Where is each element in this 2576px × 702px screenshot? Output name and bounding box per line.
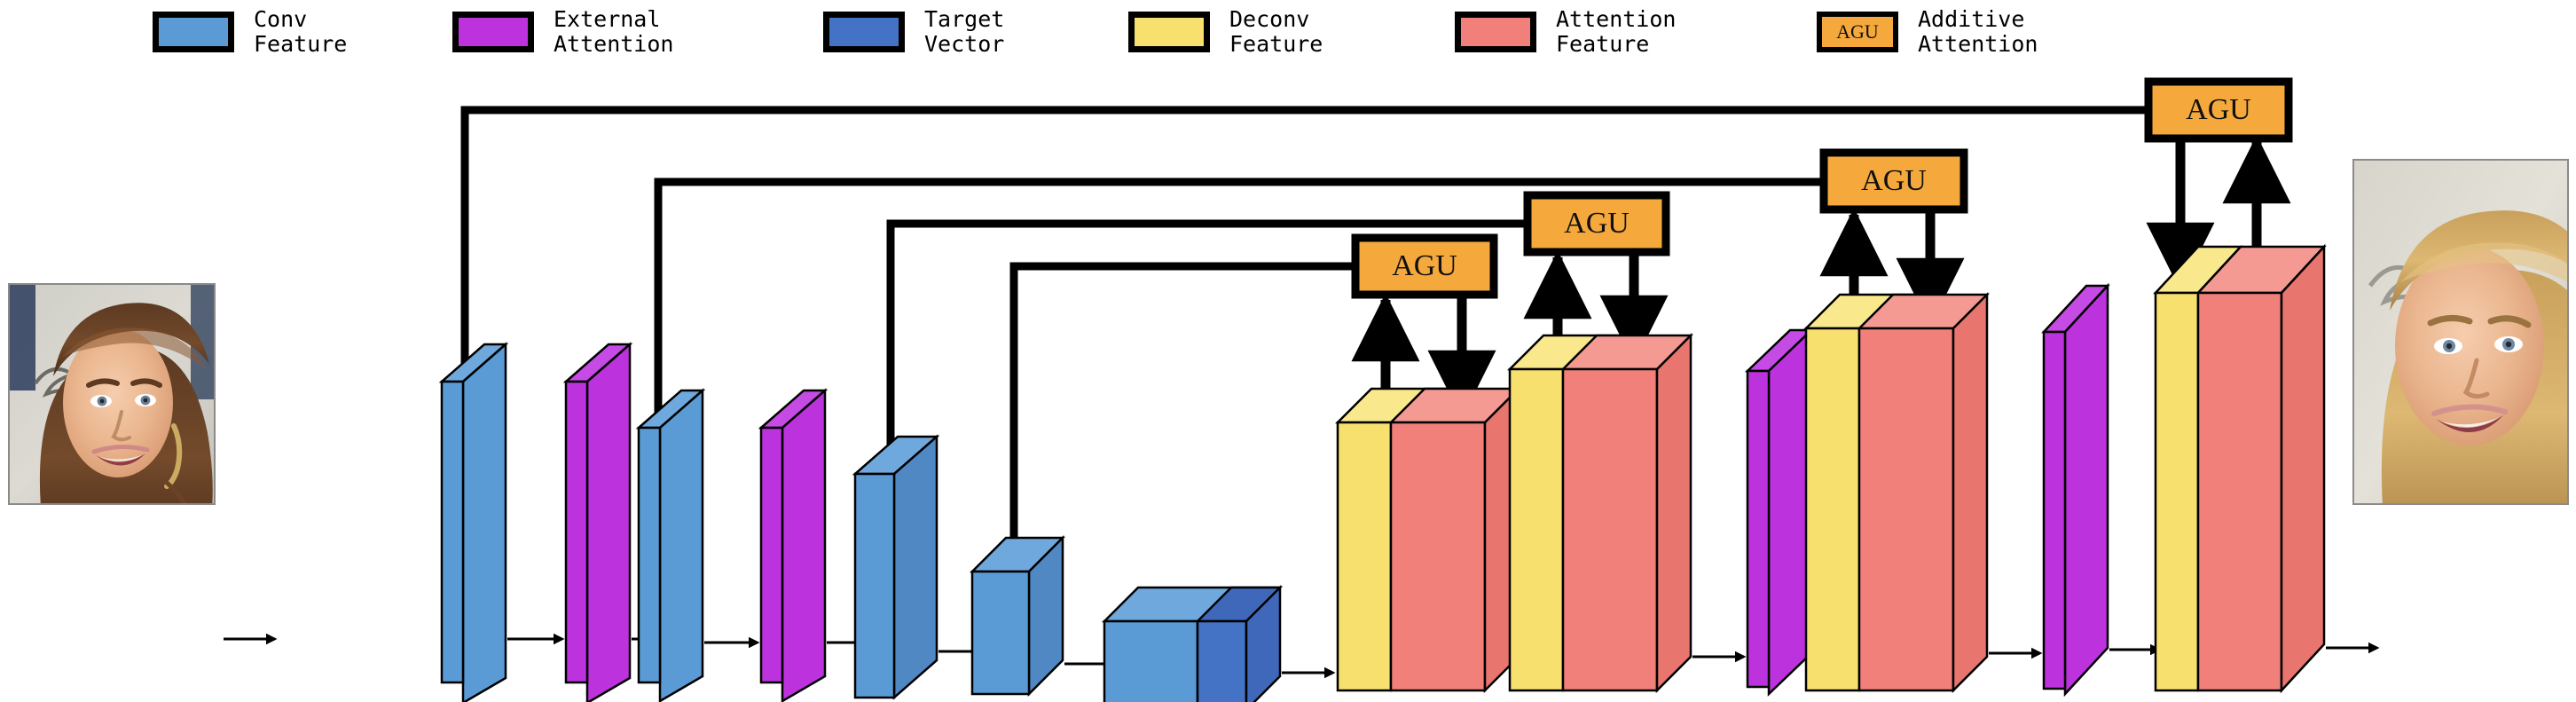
dec3-attention-part	[1857, 327, 1955, 692]
block-dec3-deconv-attention	[1802, 291, 1991, 694]
dec1-attention-part	[1389, 421, 1487, 692]
skip-connection-enc3-agu2	[886, 219, 1533, 465]
block-enc2-conv-feature	[635, 388, 706, 702]
dec2-attention-part	[1561, 367, 1659, 692]
skip-connections	[460, 106, 2156, 566]
agu-gate-4-label: AGU	[2186, 93, 2251, 126]
dec3-deconv-part	[1804, 327, 1861, 692]
skip-connection-enc4-agu1	[1009, 262, 1361, 566]
input-face-image	[8, 283, 216, 505]
block-enc3-conv-feature	[852, 434, 940, 700]
block-ea4-external-attention	[2041, 282, 2110, 698]
block-dec2-deconv-attention	[1506, 332, 1694, 694]
legend-swatch-target-vector	[823, 12, 905, 52]
legend-agu-text: AGU	[1836, 20, 1879, 43]
agu-gate-4[interactable]: AGU	[2144, 77, 2293, 143]
agu-gate-1-label: AGU	[1392, 249, 1457, 282]
legend-swatch-conv	[153, 12, 234, 52]
block-dec4-deconv-attention	[2153, 243, 2327, 694]
agu-gate-2[interactable]: AGU	[1523, 191, 1670, 256]
legend-swatch-additive-attention: AGU	[1817, 12, 1898, 52]
dec2-deconv-part	[1508, 367, 1565, 692]
bottleneck-target-vector-part	[1196, 619, 1248, 702]
block-enc1-conv-feature	[438, 342, 509, 702]
agu-gate-2-label: AGU	[1564, 207, 1630, 240]
block-enc4-conv-feature	[969, 534, 1066, 698]
skip-connection-enc2-agu3	[654, 177, 1831, 419]
block-ea3-external-attention	[1744, 327, 1815, 697]
bottleneck-conv-part	[1103, 619, 1199, 702]
dec4-deconv-part	[2154, 291, 2200, 692]
block-ea1-external-attention	[562, 342, 633, 702]
agu-gate-1[interactable]: AGU	[1351, 233, 1498, 299]
legend-swatch-deconv	[1128, 12, 1210, 52]
architecture-diagram: AGU AGU	[0, 64, 2576, 702]
agu-gate-3-label: AGU	[1861, 164, 1927, 197]
dec1-deconv-part	[1336, 421, 1393, 692]
legend-swatch-external-attention	[452, 12, 534, 52]
skip-connection-enc1-agu4	[460, 106, 2156, 375]
block-ea2-external-attention	[758, 388, 829, 702]
agu-gate-3[interactable]: AGU	[1819, 148, 1968, 214]
block-dec1-deconv-attention	[1334, 385, 1522, 694]
diagram-svg: AGU AGU	[8, 77, 2569, 702]
legend-swatch-attention-feature	[1455, 12, 1536, 52]
output-face-image	[2352, 159, 2569, 505]
block-bottleneck-conv-target	[1101, 584, 1284, 702]
dec4-attention-part	[2196, 291, 2283, 692]
